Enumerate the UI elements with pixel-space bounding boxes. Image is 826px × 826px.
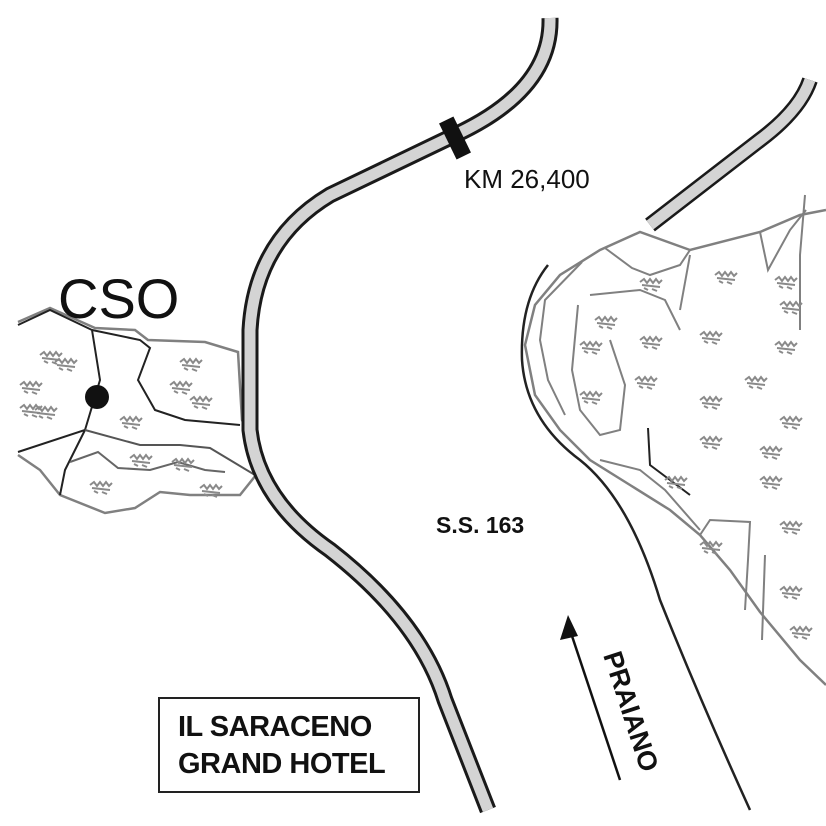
location-dot-icon [85, 385, 109, 409]
hotel-label-box: IL SARACENO GRAND HOTEL [158, 697, 420, 793]
km-label: KM 26,400 [464, 164, 590, 194]
hotel-name-line2: GRAND HOTEL [178, 748, 386, 780]
terrain-right [523, 194, 826, 686]
road-upper-right [645, 77, 818, 232]
km-marker-icon [439, 116, 471, 160]
road-edge-right [520, 264, 752, 811]
direction-label: PRAIANO [597, 648, 664, 776]
terrain-left [17, 306, 262, 515]
main-road [241, 17, 559, 814]
road-label: S.S. 163 [436, 512, 524, 538]
hotel-name-line1: IL SARACENO [178, 711, 372, 743]
direction-arrow-icon [560, 615, 622, 781]
place-label: CSO [58, 267, 179, 330]
